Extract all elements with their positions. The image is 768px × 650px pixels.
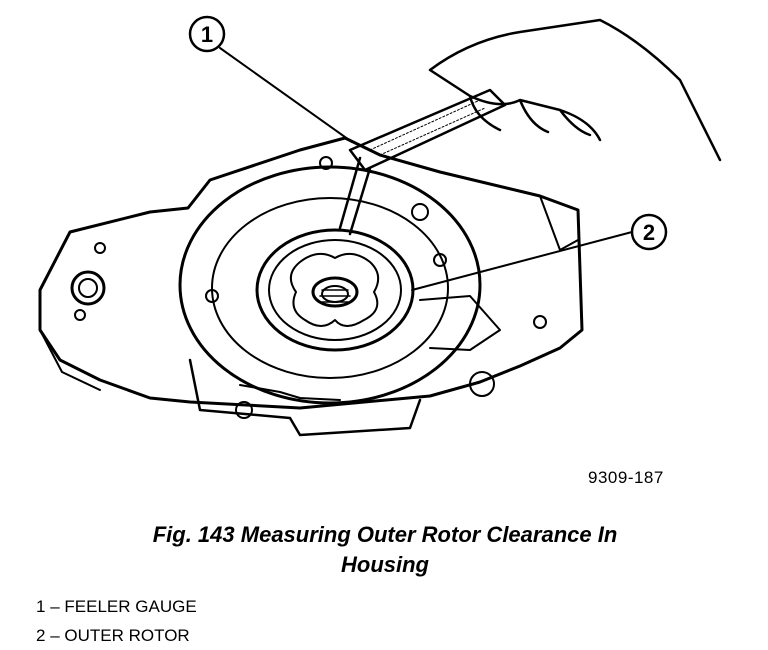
figure-id: 9309-187 <box>588 468 664 487</box>
legend-number: 1 <box>36 597 46 616</box>
hand <box>428 18 722 162</box>
legend-number: 2 <box>36 626 46 645</box>
figure-caption: Fig. 143 Measuring Outer Rotor Clearance… <box>40 520 730 580</box>
legend-label: FEELER GAUGE <box>64 597 197 616</box>
legend-item: 1 – FEELER GAUGE <box>36 592 197 621</box>
legend-dash: – <box>50 626 60 645</box>
legend: 1 – FEELER GAUGE 2 – OUTER ROTOR <box>36 592 197 650</box>
caption-line-1: Fig. 143 Measuring Outer Rotor Clearance… <box>152 522 618 547</box>
callout-2-circle <box>630 213 668 251</box>
inner-rotor <box>289 252 380 327</box>
pump-housing <box>38 136 584 410</box>
callout-2-number: 2 <box>643 220 655 245</box>
callout-2-leader <box>411 231 633 291</box>
housing-rim <box>178 165 482 405</box>
legend-label: OUTER ROTOR <box>64 626 190 645</box>
legend-item: 2 – OUTER ROTOR <box>36 621 197 650</box>
feeler-gauge <box>338 88 507 236</box>
callout-1-leader <box>219 47 353 143</box>
bolt-hole <box>70 270 106 306</box>
legend-dash: – <box>50 597 60 616</box>
callout-1-number: 1 <box>201 22 213 47</box>
callout-1-circle <box>188 15 226 53</box>
shaft <box>311 276 359 308</box>
oil-pump-diagram: 1 2 <box>38 15 722 437</box>
caption-line-2: Housing <box>341 552 429 577</box>
